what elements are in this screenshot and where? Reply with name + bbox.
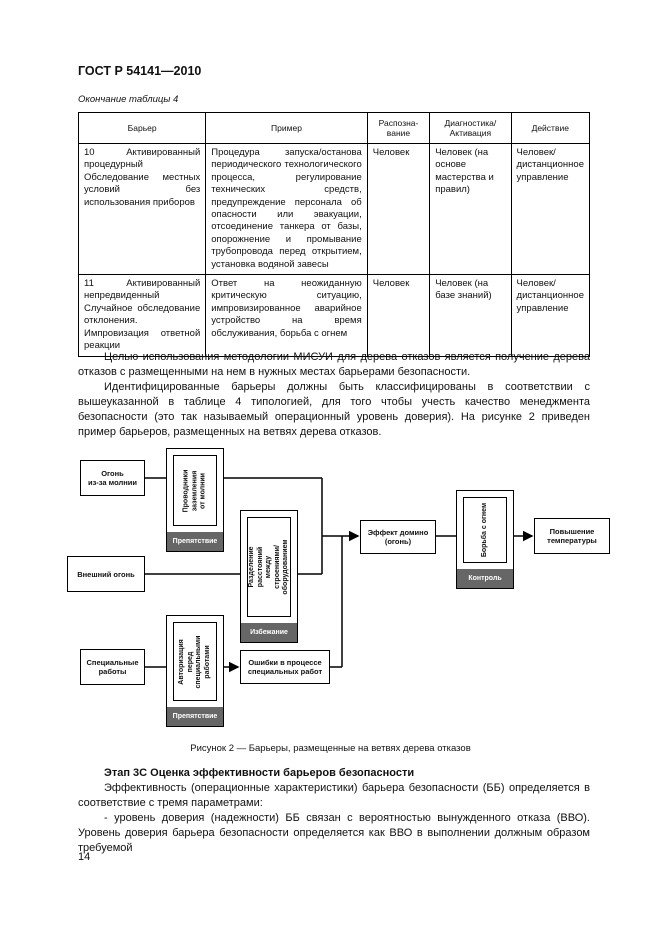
- box-special-works-errors: Ошибки в процессе специальных работ: [240, 650, 330, 684]
- stage-paragraph-2-text: - уровень доверия (надежности) ББ связан…: [78, 812, 590, 854]
- paragraph-2-text: Идентифицированные барьеры должны быть к…: [78, 381, 590, 438]
- barrier-authorization-text: Авторизация перед специальными работами: [178, 635, 211, 688]
- page-number: 14: [78, 851, 91, 863]
- barrier-firefighting: Борьба с огнем Контроль: [456, 490, 514, 589]
- box-temperature-rise: Повышение температуры: [534, 518, 610, 554]
- standard-number: ГОСТ Р 54141—2010: [78, 64, 202, 78]
- table-row: 11 Активированный непредвиденный Случайн…: [77, 274, 591, 357]
- barrier-distance-text: Разделение расстояний между строениями/ …: [247, 539, 289, 595]
- cell-action: Человек/ дистанционное управление: [510, 274, 591, 357]
- header-recognition: Распозна- вание: [366, 112, 431, 144]
- barrier-distance-separation: Разделение расстояний между строениями/ …: [240, 510, 298, 643]
- barrier-type-label: Контроль: [457, 569, 513, 588]
- stage-paragraph-2: - уровень доверия (надежности) ББ связан…: [78, 811, 590, 856]
- header-example: Пример: [205, 112, 368, 144]
- paragraph-1: Целью использования методологии МИСУИ дл…: [78, 350, 590, 380]
- header-diagnostics: Диагностика/ Активация: [429, 112, 512, 144]
- cell-recognition: Человек: [366, 274, 431, 357]
- table-row: 10 Активированный процедурный Обследован…: [77, 142, 591, 276]
- cell-diagnostics: Человек (на основе мастерства и правил): [429, 142, 512, 276]
- stage-paragraph-1-text: Эффективность (операционные характеристи…: [78, 782, 590, 809]
- fault-tree-diagram: Огонь из-за молнии Внешний огонь Специал…: [0, 440, 661, 740]
- barrier-firefighting-text: Борьба с огнем: [480, 502, 488, 558]
- table-header-row: Барьер Пример Распозна- вание Диагностик…: [77, 112, 591, 144]
- cell-barrier: 11 Активированный непредвиденный Случайн…: [77, 274, 207, 357]
- paragraph-1-text: Целью использования методологии МИСУИ дл…: [78, 351, 590, 378]
- barrier-type-label: Препятствие: [167, 532, 223, 551]
- barrier-lightning-text: Проводники заземления от молнии: [182, 469, 207, 512]
- cell-action: Человек/ дистанционное управление: [510, 142, 591, 276]
- box-domino-effect: Эффект домино (огонь): [360, 520, 436, 554]
- barrier-lightning-protection: Проводники заземления от молнии Препятст…: [166, 448, 224, 552]
- box-external-fire: Внешний огонь: [67, 556, 145, 592]
- figure-caption: Рисунок 2 — Барьеры, размещенные на ветв…: [190, 743, 471, 754]
- paragraph-2: Идентифицированные барьеры должны быть к…: [78, 380, 590, 440]
- box-fire-lightning: Огонь из-за молнии: [80, 460, 145, 496]
- barrier-type-label: Избежание: [241, 623, 297, 642]
- stage-title: Этап 3С Оценка эффективности барьеров бе…: [78, 766, 590, 781]
- cell-barrier: 10 Активированный процедурный Обследован…: [77, 142, 207, 276]
- header-barrier: Барьер: [77, 112, 207, 144]
- barrier-authorization: Авторизация перед специальными работами …: [166, 615, 224, 727]
- diagram-connectors: [145, 477, 534, 673]
- cell-example: Ответ на неожиданную критическую ситуаци…: [205, 274, 368, 357]
- stage-title-text: Этап 3С Оценка эффективности барьеров бе…: [104, 767, 415, 779]
- header-action: Действие: [510, 112, 591, 144]
- cell-diagnostics: Человек (на базе знаний): [429, 274, 512, 357]
- box-special-works: Специальные работы: [80, 649, 145, 685]
- barrier-type-label: Препятствие: [167, 707, 223, 726]
- cell-recognition: Человек: [366, 142, 431, 276]
- stage-paragraph-1: Эффективность (операционные характеристи…: [78, 781, 590, 811]
- table-4: Барьер Пример Распозна- вание Диагностик…: [77, 112, 591, 357]
- table-caption: Окончание таблицы 4: [78, 94, 179, 105]
- cell-example: Процедура запуска/останова периодическог…: [205, 142, 368, 276]
